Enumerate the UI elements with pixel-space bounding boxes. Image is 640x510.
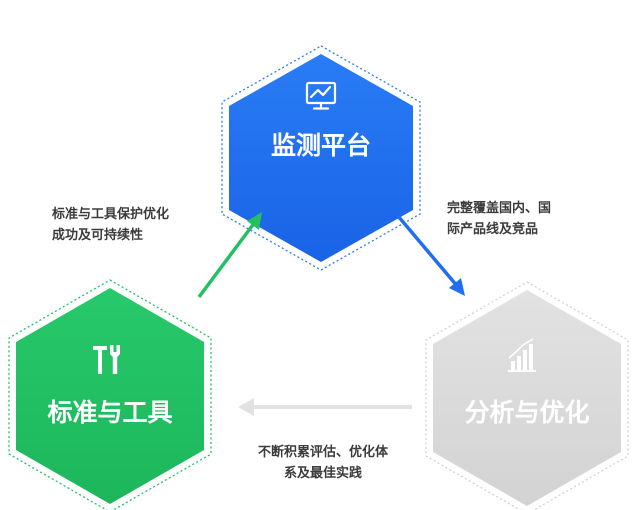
node-analysis-optimization: 分析与优化	[425, 281, 629, 510]
node-title-monitoring: 监测平台	[271, 131, 371, 160]
caption-accumulate-practices: 不断积累评估、优化体 系及最佳实践	[258, 442, 388, 484]
hexagon-analysis	[433, 290, 621, 506]
node-title-analysis: 分析与优化	[464, 398, 589, 427]
node-title-standards: 标准与工具	[47, 398, 172, 427]
bar-chart-icon	[508, 338, 536, 372]
caption-line: 系及最佳实践	[284, 466, 363, 481]
hexagon-outline-monitoring	[221, 45, 421, 271]
caption-protect-sustainability: 标准与工具保护优化 成功及可持续性	[52, 204, 169, 246]
arrow-to-analysis	[396, 214, 465, 296]
hexagon-monitoring	[229, 54, 413, 262]
monitor-chart-icon	[305, 81, 337, 110]
caption-line: 标准与工具保护优化	[52, 207, 170, 222]
hexagon-outline-standards	[8, 279, 212, 510]
hexagon-outline-analysis	[425, 281, 629, 510]
tools-icon	[93, 345, 120, 374]
caption-full-coverage: 完整覆盖国内、国 际产品线及竞品	[447, 198, 551, 240]
hexagon-standards	[16, 288, 204, 504]
arrow-to-monitoring	[197, 212, 262, 299]
node-standards-tools: 标准与工具	[8, 279, 212, 510]
node-monitoring-platform: 监测平台	[221, 45, 421, 271]
caption-line: 成功及可持续性	[52, 228, 144, 243]
caption-line: 不断积累评估、优化体	[258, 445, 389, 460]
arrow-to-standards	[238, 398, 412, 416]
caption-line: 完整覆盖国内、国	[447, 201, 552, 216]
caption-line: 际产品线及竞品	[447, 222, 539, 237]
